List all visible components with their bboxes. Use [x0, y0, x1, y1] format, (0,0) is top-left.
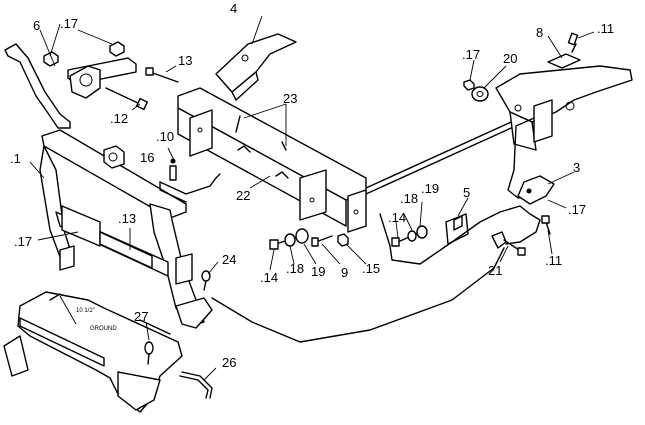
part-8-plate	[547, 53, 581, 69]
part-17-20-nut-washer	[463, 79, 489, 102]
label-8: 8	[536, 25, 543, 40]
label-22: 22	[236, 188, 250, 203]
part-11-right-bolt	[541, 215, 551, 235]
label-17-frame: .17	[14, 234, 32, 249]
label-11-top: .11	[597, 21, 614, 36]
part-22-cross-tube	[177, 87, 367, 233]
label-4: 4	[230, 1, 237, 16]
label-10: .10	[156, 129, 174, 144]
part-27-pin	[144, 341, 154, 365]
label-21: 21	[488, 263, 502, 278]
label-18-right: .18	[400, 191, 418, 206]
label-17-right: .17	[568, 202, 586, 217]
label-6: 6	[33, 18, 40, 33]
label-23: 23	[283, 91, 297, 106]
label-24: 24	[222, 252, 236, 267]
label-27: 27	[134, 309, 148, 324]
part-10-16-bracket	[159, 158, 221, 203]
label-1: .1	[10, 151, 21, 166]
label-18-center: .18	[286, 261, 304, 276]
part-24-pin	[201, 270, 211, 291]
part-6-strap	[4, 43, 71, 129]
label-9: 9	[341, 265, 348, 280]
label-13-frame: .13	[118, 211, 136, 226]
dimension-annotation: 10 1/2"	[76, 308, 95, 314]
ground-annotation: GROUND	[90, 326, 117, 332]
label-17-top-left: .17	[60, 16, 78, 31]
part-11-top-bolt	[567, 32, 579, 53]
part-13-bolt	[145, 67, 179, 83]
part-12-bolt	[105, 87, 149, 111]
label-26: 26	[222, 355, 236, 370]
part-14-18-19-hardware-right	[391, 225, 428, 247]
part-9-14-15-18-19-hardware	[269, 228, 349, 250]
part-3-bracket	[517, 175, 555, 205]
label-16: 16	[140, 150, 154, 165]
label-14-center: .14	[260, 270, 278, 285]
label-17-top-right: .17	[462, 47, 480, 62]
label-15: .15	[362, 261, 380, 276]
base-mount	[3, 291, 183, 413]
label-14-right: .14	[388, 210, 406, 225]
leader-lines	[29, 15, 595, 381]
label-13-top: 13	[178, 53, 192, 68]
cable	[211, 205, 541, 343]
label-3: 3	[573, 160, 580, 175]
label-20: 20	[503, 51, 517, 66]
label-11-right: .11	[545, 253, 562, 268]
connecting-rod	[365, 117, 521, 195]
label-5: 5	[463, 185, 470, 200]
part-20-frame-bracket	[495, 65, 633, 199]
part-1-frame	[39, 129, 213, 329]
part-26-rod	[179, 371, 213, 399]
label-19-right: .19	[421, 181, 439, 196]
label-19-center: 19	[311, 264, 325, 279]
part-21-clip	[491, 231, 526, 256]
part-5-bracket	[445, 213, 469, 245]
part-17-bracket-assembly	[43, 41, 137, 99]
label-12: .12	[110, 111, 128, 126]
